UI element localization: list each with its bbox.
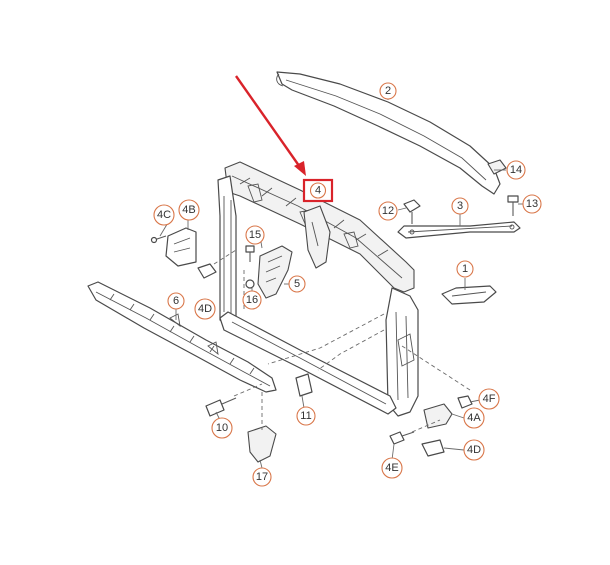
callout-2: 2: [379, 82, 397, 100]
svg-text:3: 3: [457, 200, 463, 212]
callout-10: 10: [211, 417, 233, 439]
callout-15: 15: [245, 225, 265, 245]
part-stay-bar: [397, 221, 521, 239]
svg-text:10: 10: [216, 422, 228, 434]
svg-text:1: 1: [462, 263, 468, 275]
svg-text:4D: 4D: [198, 303, 212, 315]
svg-text:15: 15: [249, 229, 261, 241]
svg-text:4B: 4B: [182, 204, 195, 216]
svg-text:16: 16: [246, 294, 258, 306]
part-lock-carrier-frame: [217, 161, 419, 417]
callout-4e: 4E: [381, 457, 403, 479]
svg-text:6: 6: [173, 295, 179, 307]
svg-text:17: 17: [256, 471, 268, 483]
callout-16: 16: [242, 290, 262, 310]
callout-5: 5: [288, 275, 306, 293]
callout-1: 1: [456, 260, 474, 278]
callout-14: 14: [506, 160, 526, 180]
svg-text:4E: 4E: [385, 462, 398, 474]
svg-text:2: 2: [385, 85, 391, 97]
svg-text:4F: 4F: [483, 393, 496, 405]
callout-4f: 4F: [478, 388, 500, 410]
svg-text:4D: 4D: [467, 444, 481, 456]
svg-text:4A: 4A: [467, 412, 481, 424]
part-lower-air-guide: [87, 281, 277, 393]
svg-text:4C: 4C: [157, 209, 171, 221]
callout-4d-left: 4D: [194, 298, 216, 320]
svg-text:14: 14: [510, 164, 522, 176]
callout-12: 12: [378, 201, 398, 221]
callout-13: 13: [522, 194, 542, 214]
callout-6: 6: [167, 292, 185, 310]
callout-4b: 4B: [178, 199, 200, 221]
callout-11: 11: [296, 406, 316, 426]
highlight-label-4: 4: [302, 178, 334, 203]
svg-text:13: 13: [526, 198, 538, 210]
part-fasteners: [150, 159, 519, 463]
callout-3: 3: [451, 197, 469, 215]
highlight-arrow: [235, 75, 306, 176]
part-bracket-4b: [165, 227, 217, 279]
part-bracket-5: [257, 245, 293, 299]
callout-17: 17: [252, 467, 272, 487]
callout-4d-right: 4D: [463, 439, 485, 461]
part-upper-cross-member: [276, 71, 501, 195]
part-bracket-1: [441, 285, 497, 305]
svg-text:11: 11: [300, 410, 311, 422]
svg-text:4: 4: [315, 185, 321, 197]
svg-text:12: 12: [382, 205, 394, 217]
callout-4c: 4C: [153, 204, 175, 226]
callout-4a: 4A: [463, 407, 485, 429]
svg-text:5: 5: [294, 278, 300, 290]
